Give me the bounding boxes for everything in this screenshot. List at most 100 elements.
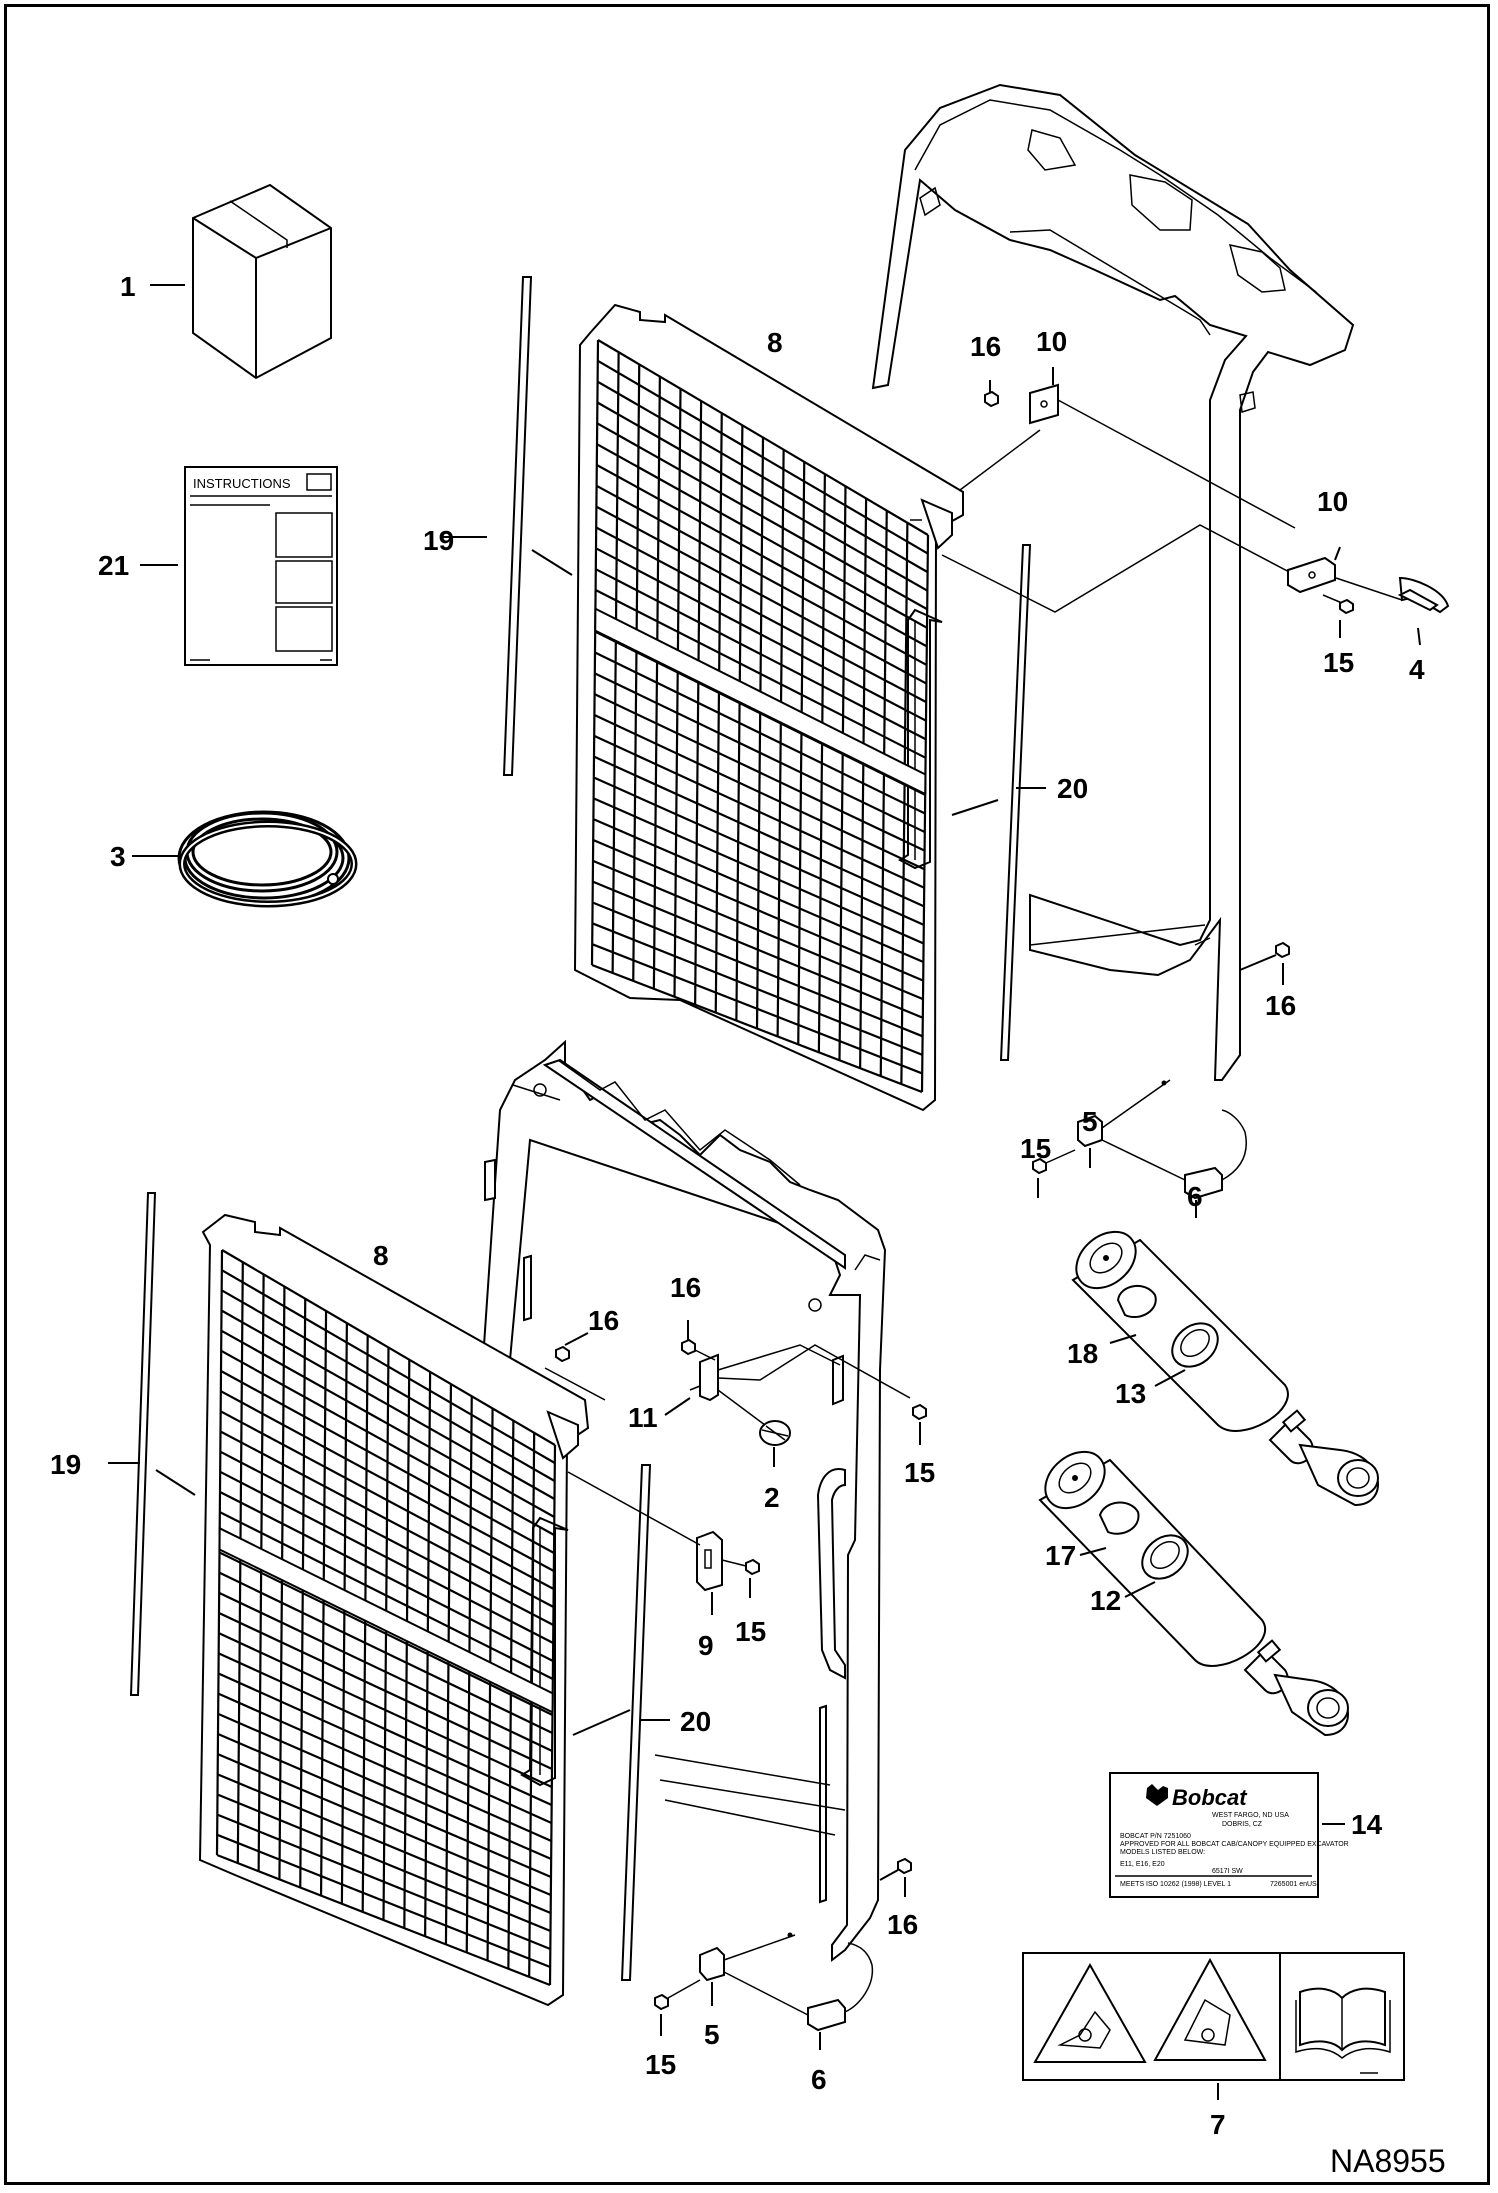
callout-9: 9 — [698, 1630, 714, 1661]
mesh-bar-horizontal — [221, 1269, 556, 1464]
part-nut-16-upper — [984, 390, 999, 408]
label-standard: MEETS ISO 10262 (1998) LEVEL 1 — [1120, 1881, 1231, 1888]
label-code-a: 6517I SW — [1212, 1868, 1243, 1875]
drawing-code: NA8955 — [1330, 2143, 1446, 2179]
callout-19-upper: 19 — [423, 525, 454, 556]
part-canopy-frame-lower — [481, 1039, 887, 1963]
manual-book-icon — [1295, 1987, 1391, 2059]
callout-10-right: 10 — [1317, 486, 1348, 517]
part-seal-strip-upper-right — [999, 544, 1032, 1061]
callout-19-lower: 19 — [50, 1449, 81, 1480]
mesh-bar-horizontal — [595, 547, 927, 722]
callout-8-upper: 8 — [767, 327, 783, 358]
callout-11: 11 — [628, 1402, 658, 1433]
mesh-bar-horizontal — [219, 1470, 554, 1644]
mesh-bar-horizontal — [219, 1430, 555, 1608]
mesh-bar-horizontal — [219, 1491, 554, 1662]
mesh-bar-horizontal — [218, 1672, 552, 1825]
mesh-bar-horizontal — [220, 1390, 555, 1572]
part-nut-16-lower-right — [897, 1857, 912, 1875]
part-bracket-10-right — [1287, 556, 1336, 594]
mesh-cross-band — [594, 607, 927, 796]
callout-15-right: 15 — [1323, 647, 1354, 678]
grid-lower — [215, 1249, 557, 1987]
mesh-bar-horizontal — [596, 401, 928, 592]
callout-14: 14 — [1351, 1809, 1383, 1840]
mesh-bar-horizontal — [593, 755, 925, 908]
mesh-bar-horizontal — [595, 568, 927, 741]
callout-20-lower: 20 — [680, 1706, 711, 1737]
mesh-bar-horizontal — [221, 1249, 556, 1446]
mesh-bar-horizontal — [217, 1753, 552, 1897]
part-nut-16-cab-right — [1275, 941, 1290, 959]
part-canopy-frame-upper — [871, 83, 1355, 1081]
mesh-bar-horizontal — [592, 838, 924, 982]
mesh-bar-horizontal — [592, 901, 924, 1038]
mesh-bar-horizontal — [221, 1289, 556, 1482]
part-cylinder-12 — [1038, 1450, 1349, 1737]
label-approved-1: APPROVED FOR ALL BOBCAT CAB/CANOPY EQUIP… — [1120, 1841, 1349, 1848]
mesh-bar-horizontal — [596, 484, 928, 666]
mesh-bar-horizontal — [594, 651, 926, 815]
part-label-bobcat-14: Bobcat WEST FARGO, ND USA DOBRIS, CZ BOB… — [1109, 1772, 1349, 1898]
label-approved-2: MODELS LISTED BELOW: — [1120, 1849, 1205, 1856]
callout-8-lower: 8 — [373, 1240, 389, 1271]
mesh-bar-horizontal — [597, 380, 929, 574]
callout-4: 4 — [1409, 654, 1425, 685]
mesh-bar-horizontal — [594, 693, 926, 852]
callout-6-upper: 6 — [1187, 1181, 1203, 1212]
part-bolt-15-lower — [654, 1979, 701, 2011]
part-bolt-15-lower-right — [912, 1403, 927, 1421]
callout-2: 2 — [764, 1482, 780, 1513]
mesh-bar-horizontal — [592, 880, 924, 1019]
warning-crush-icon — [1033, 1962, 1147, 2063]
mesh-bar-horizontal — [593, 776, 925, 926]
mesh-bar-horizontal — [218, 1612, 553, 1770]
mesh-bar-horizontal — [593, 797, 925, 945]
mesh-bar-horizontal — [595, 526, 927, 704]
mesh-bar-horizontal — [217, 1732, 552, 1879]
callout-21: 21 — [98, 550, 129, 581]
part-seal-strip-lower-left — [129, 1192, 157, 1696]
callout-10-top: 10 — [1036, 326, 1067, 357]
mesh-bar-horizontal — [217, 1692, 552, 1843]
mesh-bar-horizontal — [218, 1632, 553, 1788]
mesh-bar-horizontal — [595, 505, 927, 685]
callout-18: 18 — [1067, 1338, 1098, 1369]
callout-15-lower-right: 15 — [904, 1457, 935, 1488]
mesh-bar-horizontal — [218, 1652, 553, 1807]
mesh-cross-band — [218, 1526, 554, 1714]
callout-15-lower-mid: 15 — [735, 1616, 766, 1647]
part-latch-5-lower — [699, 1946, 725, 1982]
mesh-bar-horizontal — [217, 1712, 552, 1861]
callout-20-upper: 20 — [1057, 773, 1088, 804]
part-bracket-9 — [696, 1530, 723, 1592]
mesh-bar-horizontal — [597, 359, 929, 555]
callout-12: 12 — [1090, 1585, 1121, 1616]
part-clip-6-lower — [723, 1942, 874, 2032]
callout-1: 1 — [120, 271, 136, 302]
part-seal-strip-lower-right — [620, 1464, 652, 1981]
mesh-bar-horizontal — [591, 943, 923, 1075]
mesh-bar-horizontal — [595, 589, 927, 759]
callout-13: 13 — [1115, 1378, 1146, 1409]
callout-17: 17 — [1045, 1540, 1076, 1571]
mesh-bar-horizontal — [596, 422, 928, 611]
part-bracket-11 — [689, 1353, 719, 1402]
callout-16-lower-left: 16 — [588, 1305, 619, 1336]
grid-upper — [590, 339, 930, 1094]
callout-6-lower: 6 — [811, 2064, 827, 2095]
part-bolt-15-lower-mid — [721, 1558, 760, 1576]
mesh-bar-horizontal — [220, 1329, 555, 1518]
label-line2: DOBRIS, CZ — [1222, 1821, 1263, 1828]
mesh-bar-horizontal — [593, 714, 925, 871]
part-pin-4 — [1335, 576, 1450, 614]
label-line1: WEST FARGO, ND USA — [1212, 1812, 1289, 1819]
mesh-bar-horizontal — [217, 1793, 551, 1933]
part-clip-6-upper — [1101, 1109, 1247, 1200]
warning-rollover-icon — [1153, 1957, 1267, 2061]
mesh-bar-horizontal — [218, 1571, 553, 1734]
callout-16-top: 16 — [970, 331, 1001, 362]
mesh-bar-horizontal — [594, 672, 926, 834]
